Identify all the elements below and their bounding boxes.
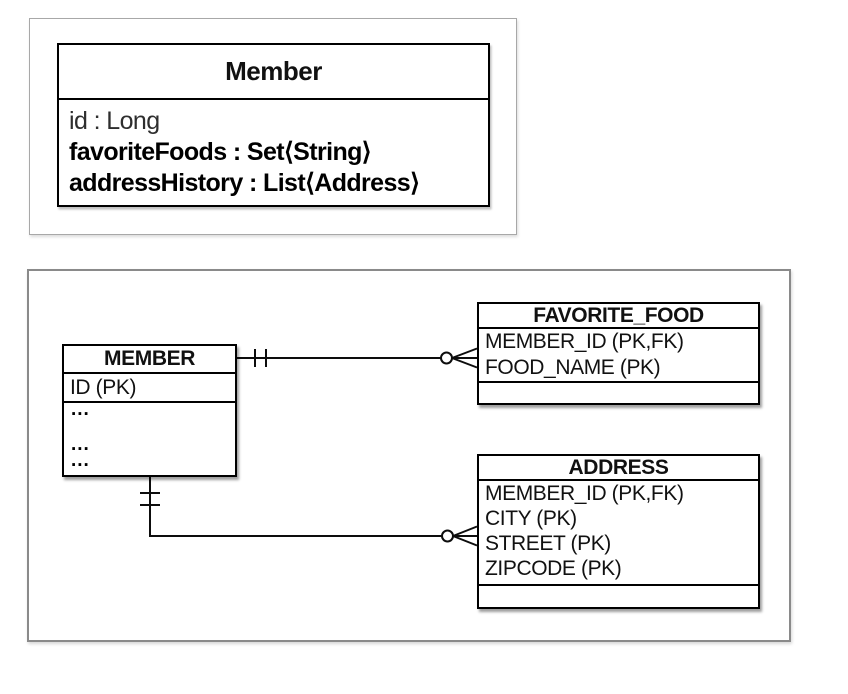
uml-class-title: Member	[59, 45, 488, 100]
er-table-member: MEMBER ID (PK) ... ... ...	[62, 344, 237, 477]
er-member-ellipsis-compartment: ... ... ...	[64, 399, 235, 475]
uml-attribute-favorite-foods: favoriteFoods : Set⟨String⟩	[69, 138, 372, 166]
er-row-city: CITY (PK)	[485, 507, 577, 530]
crow-foot-many-favorite-food	[451, 347, 478, 369]
cardinality-zero-circle	[441, 529, 454, 543]
er-empty-compartment	[479, 586, 758, 607]
er-row-member-id: MEMBER_ID (PK,FK)	[485, 330, 684, 353]
er-member-row-id: ID (PK)	[64, 374, 235, 403]
ellipsis-row: ...	[71, 434, 90, 455]
er-address-rows: MEMBER_ID (PK,FK) CITY (PK) STREET (PK) …	[479, 481, 758, 586]
uml-attribute-list: id : Long favoriteFoods : Set⟨String⟩ ad…	[59, 100, 488, 205]
er-row-member-id: MEMBER_ID (PK,FK)	[485, 482, 684, 505]
ellipsis-row: ...	[71, 450, 90, 471]
er-table-address: ADDRESS MEMBER_ID (PK,FK) CITY (PK) STRE…	[477, 454, 760, 609]
cardinality-zero-circle	[440, 351, 453, 365]
ellipsis-row: ...	[71, 399, 90, 420]
er-diagram-frame: MEMBER ID (PK) ... ... ... FAVORITE_FOOD…	[27, 269, 791, 642]
er-table-favorite-food-title: FAVORITE_FOOD	[479, 304, 758, 329]
er-row-food-name: FOOD_NAME (PK)	[485, 356, 661, 379]
er-table-member-title: MEMBER	[64, 346, 235, 374]
relation-member-favorite-food	[237, 347, 478, 369]
er-table-favorite-food: FAVORITE_FOOD MEMBER_ID (PK,FK) FOOD_NAM…	[477, 302, 760, 405]
er-empty-compartment	[479, 383, 758, 403]
uml-attribute-id: id : Long	[69, 107, 160, 135]
uml-diagram-frame: Member id : Long favoriteFoods : Set⟨Str…	[29, 18, 517, 235]
crow-foot-many-address	[452, 525, 478, 547]
uml-class-member: Member id : Long favoriteFoods : Set⟨Str…	[57, 43, 490, 207]
er-row-zipcode: ZIPCODE (PK)	[485, 557, 622, 580]
relation-line-member-address	[149, 477, 442, 537]
uml-attribute-address-history: addressHistory : List⟨Address⟩	[69, 169, 420, 197]
er-table-address-title: ADDRESS	[479, 456, 758, 481]
er-row-street: STREET (PK)	[485, 532, 611, 555]
er-favorite-food-rows: MEMBER_ID (PK,FK) FOOD_NAME (PK)	[479, 329, 758, 383]
relation-member-address	[140, 477, 478, 547]
